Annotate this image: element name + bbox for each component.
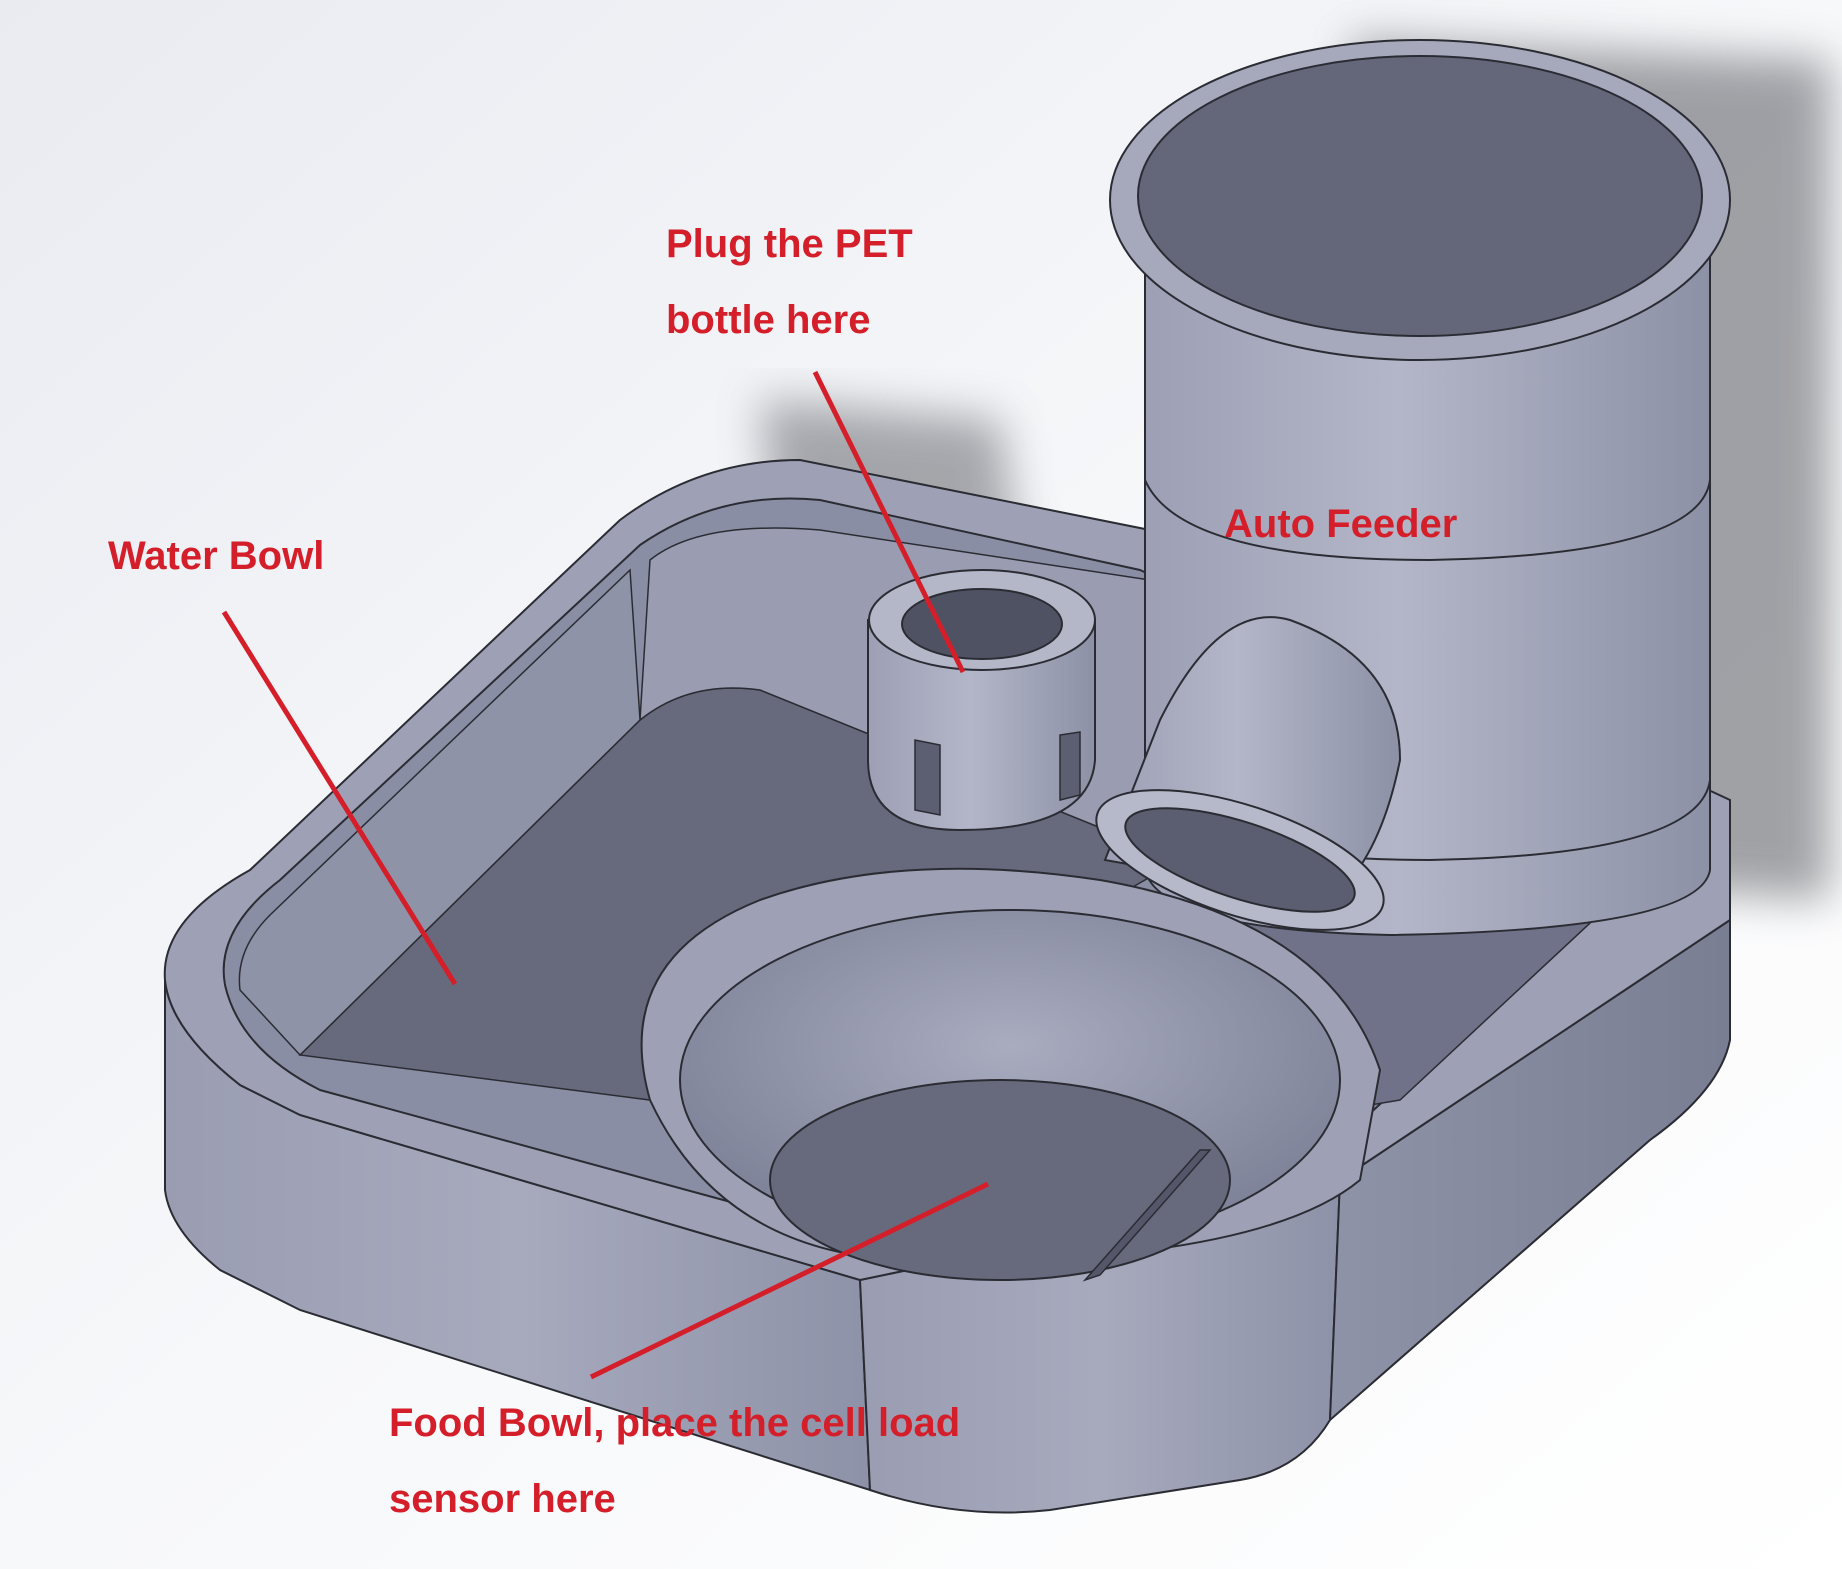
pet-bottle-label: Plug the PET bottle here: [666, 206, 913, 358]
food-bowl-label-line1: Food Bowl, place the cell load: [389, 1401, 961, 1445]
pet-socket-slot-right: [1059, 731, 1081, 801]
water-bowl-leader-line: [221, 610, 458, 986]
pet-bottle-leader-line: [812, 370, 966, 674]
water-bowl-label: Water Bowl: [108, 534, 325, 578]
food-bowl-label: Food Bowl, place the cell load sensor he…: [389, 1385, 960, 1537]
food-bowl-label-line2: sensor here: [389, 1477, 616, 1521]
food-bowl-slot: [1082, 1149, 1212, 1282]
feeder-band-1: [1144, 479, 1711, 562]
food-bowl-leader-line: [589, 1181, 990, 1380]
water-bowl-left-wall: [238, 568, 641, 1057]
tray-right-wall: [1328, 918, 1731, 1423]
pet-socket-slot: [914, 739, 941, 816]
feeder-lid: [1137, 55, 1703, 337]
food-bowl-floor: [769, 1079, 1231, 1281]
pet-socket-hole: [901, 588, 1063, 660]
pet-bottle-label-line2: bottle here: [666, 298, 871, 342]
feeder-chute-opening: [1124, 807, 1356, 913]
pet-bottle-label-line1: Plug the PET: [666, 222, 913, 266]
auto-feeder-label: Auto Feeder: [1224, 502, 1458, 546]
